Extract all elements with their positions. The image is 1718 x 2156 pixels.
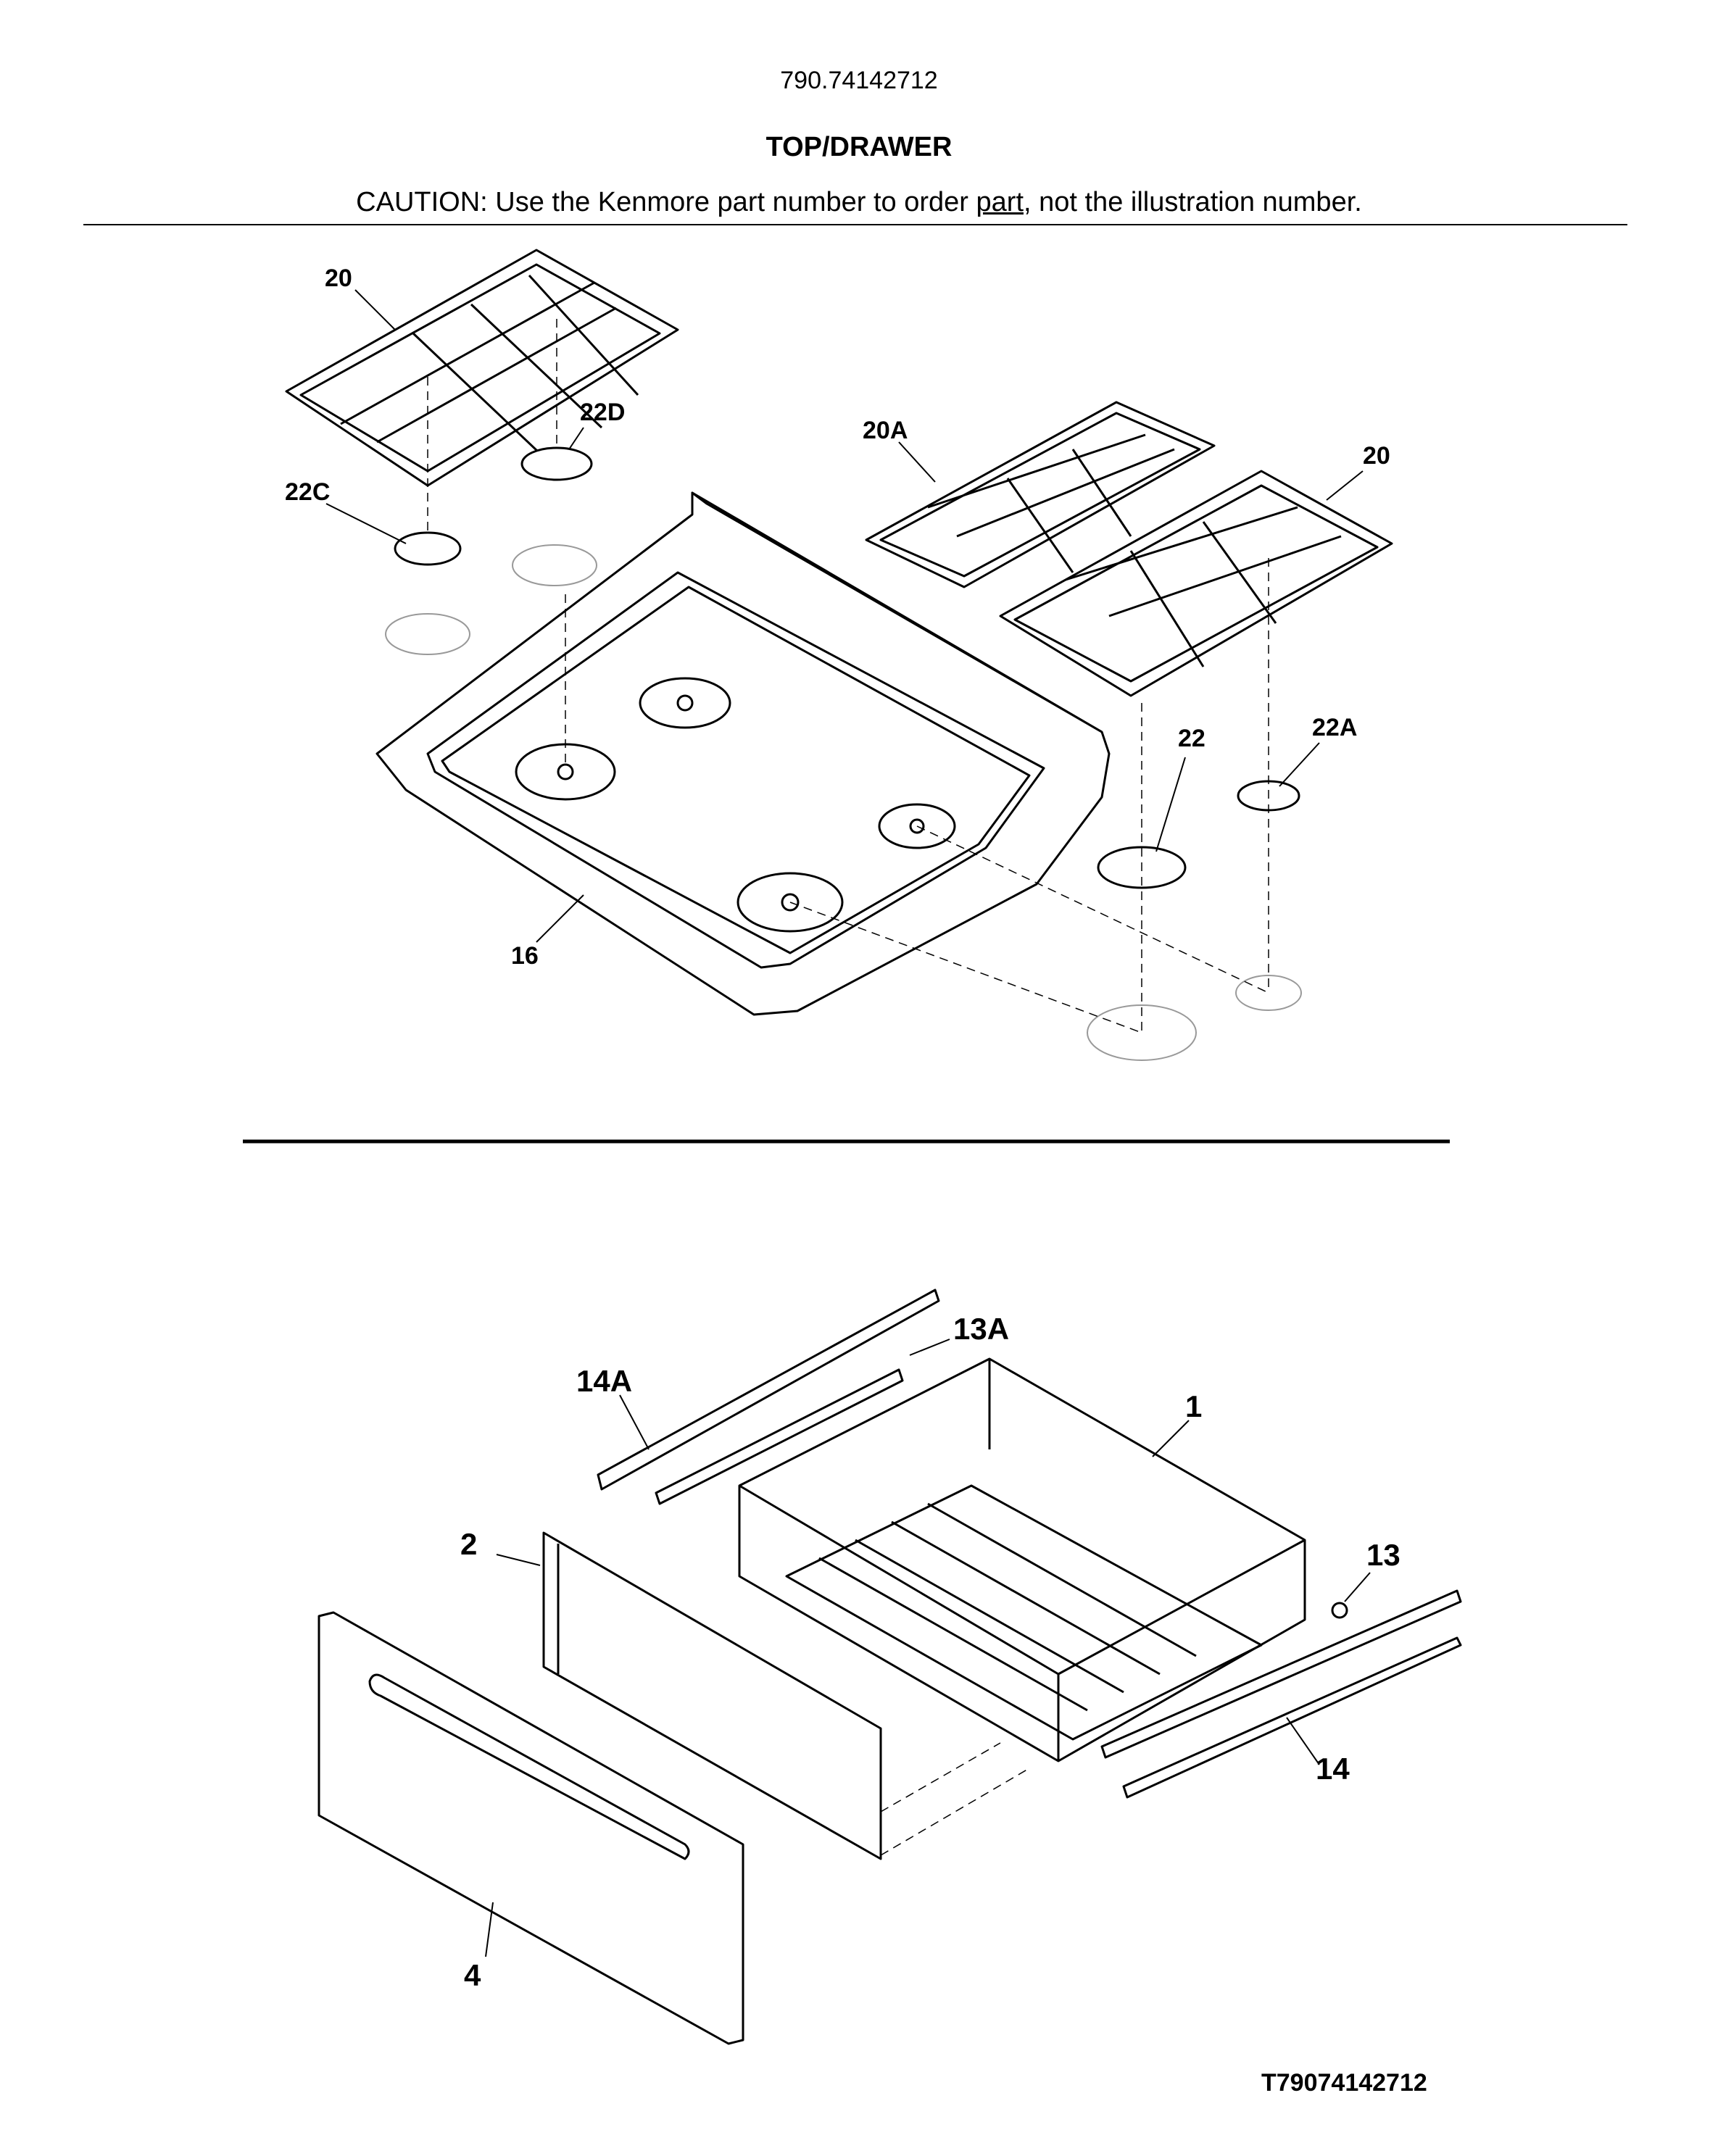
drawer-floor bbox=[785, 1484, 1263, 1741]
burner-cap-22d bbox=[520, 446, 593, 481]
callout-13a: 13A bbox=[953, 1312, 1009, 1346]
cooktop-inner bbox=[426, 571, 1045, 969]
burner-caps bbox=[394, 446, 1300, 889]
alignment-lines bbox=[427, 319, 1269, 1033]
cooktop-assembly bbox=[375, 491, 1111, 1016]
burner-pad-rr bbox=[878, 803, 956, 849]
caution-suffix: , not the illustration number. bbox=[1024, 187, 1362, 217]
callout-4: 4 bbox=[464, 1958, 481, 1992]
burner-pad-lf bbox=[515, 743, 616, 801]
drawer-assembly bbox=[318, 1289, 1462, 2045]
callout-14a: 14A bbox=[576, 1364, 632, 1398]
leader-lines-drawer bbox=[485, 1339, 1371, 1957]
burner-pads bbox=[515, 677, 956, 933]
callout-2: 2 bbox=[460, 1527, 477, 1561]
grate-right-front bbox=[999, 470, 1393, 697]
burner-pad-rf bbox=[736, 872, 844, 933]
caution-part-link[interactable]: part bbox=[976, 187, 1024, 217]
caution-prefix: CAUTION: Use the Kenmore part number to … bbox=[356, 187, 976, 217]
grate-left bbox=[285, 249, 679, 487]
drawer-alignment-lines bbox=[880, 1742, 1030, 1856]
callout-13: 13 bbox=[1366, 1538, 1400, 1572]
burner-head-22c bbox=[385, 613, 470, 655]
callout-20a: 20A bbox=[863, 417, 908, 444]
burner-cap-22c bbox=[394, 531, 462, 566]
callout-22a: 22A bbox=[1312, 714, 1357, 741]
burner-pad-lr bbox=[639, 677, 731, 729]
slide-rail-14 bbox=[1100, 1589, 1462, 1759]
diagram-id: T79074142712 bbox=[1261, 2069, 1427, 2097]
drawer-front-4 bbox=[318, 1611, 744, 2045]
backguard bbox=[691, 491, 1103, 733]
slide-rail-14a bbox=[597, 1289, 940, 1491]
cooktop-outline bbox=[375, 491, 1111, 1016]
drawer-handle bbox=[368, 1673, 690, 1860]
callout-16: 16 bbox=[511, 942, 539, 970]
callout-14: 14 bbox=[1316, 1752, 1350, 1786]
burner-head-22d bbox=[512, 544, 597, 586]
callout-22c: 22C bbox=[285, 478, 330, 506]
callout-20-left: 20 bbox=[325, 265, 352, 292]
callout-1: 1 bbox=[1185, 1389, 1202, 1423]
callout-22: 22 bbox=[1178, 725, 1205, 752]
drawer-panel-2 bbox=[542, 1531, 882, 1860]
section-title: TOP/DRAWER bbox=[765, 132, 953, 162]
leader-lines-top bbox=[325, 289, 1364, 943]
burner-head-22 bbox=[1087, 1004, 1197, 1061]
cooktop-well bbox=[441, 586, 1031, 954]
burner-heads bbox=[385, 544, 1302, 1061]
callout-22d: 22D bbox=[580, 399, 625, 426]
roller-13 bbox=[1331, 1602, 1348, 1619]
slide-bracket-13a bbox=[655, 1368, 904, 1505]
grate-right-rear bbox=[865, 401, 1216, 588]
caution-note: CAUTION: Use the Kenmore part number to … bbox=[0, 187, 1718, 218]
model-number: 790.74142712 bbox=[780, 67, 938, 94]
callout-20-right: 20 bbox=[1363, 442, 1390, 470]
burner-head-22a bbox=[1235, 975, 1302, 1011]
